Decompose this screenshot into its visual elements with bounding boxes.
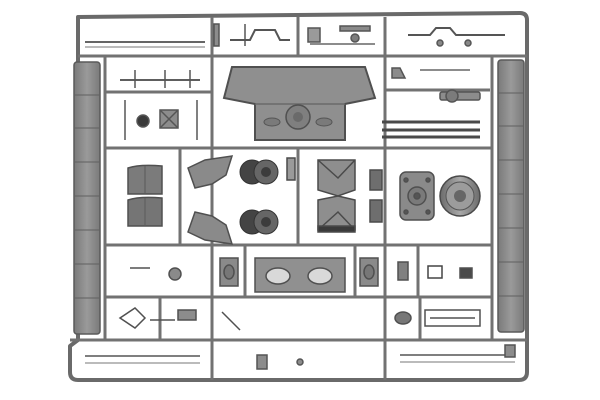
internal-runners (70, 17, 527, 380)
frame-outline (68, 11, 529, 382)
top-row-parts (85, 23, 505, 48)
bottom-strip-parts (85, 344, 516, 370)
sprocket-upper (239, 159, 279, 185)
track-rail-right (497, 59, 525, 333)
center-panels (286, 157, 383, 233)
road-wheel (439, 175, 481, 217)
right-mid-rods (382, 120, 480, 139)
sprocket-lower (239, 209, 279, 235)
bracket-parts (187, 155, 234, 245)
hull-plate (222, 66, 377, 141)
left-mid-parts (124, 100, 198, 140)
track-rail-left (73, 61, 101, 335)
fenders (127, 164, 163, 227)
lower-row-parts (130, 257, 473, 293)
bottom-row-parts (118, 307, 481, 331)
sprue-frame (68, 11, 529, 382)
second-row-parts (120, 67, 481, 103)
hatch-part (399, 171, 435, 221)
